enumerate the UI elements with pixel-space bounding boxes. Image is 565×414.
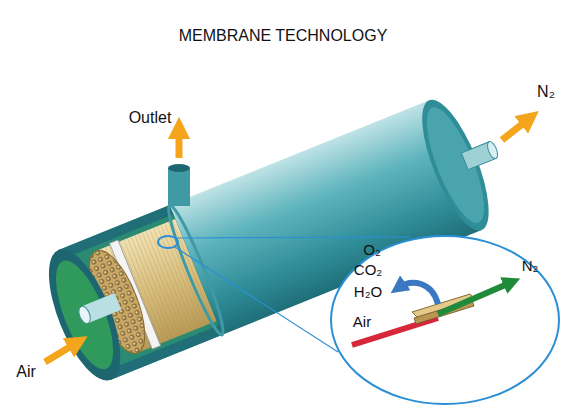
diagram-title: MEMBRANE TECHNOLOGY xyxy=(179,27,388,45)
nitrogen-outlet-arrow xyxy=(502,118,530,140)
back-cap xyxy=(409,92,502,238)
detail-callout xyxy=(331,236,559,404)
front-cap xyxy=(34,240,135,389)
gas-label: H₂O xyxy=(354,284,382,301)
outlet-label: Outlet xyxy=(129,109,172,127)
cut-edge xyxy=(162,202,229,338)
inlet-label: Air xyxy=(16,363,36,381)
back-cap-face xyxy=(416,101,496,229)
callout-leader xyxy=(177,237,410,238)
inlet-label: Air xyxy=(353,314,371,331)
callout-leader xyxy=(175,247,338,352)
air-inlet-arrow xyxy=(45,342,78,362)
gas-label: N₂ xyxy=(522,258,539,275)
gas-label: N₂ xyxy=(537,83,555,101)
permeate-arrow xyxy=(398,283,438,304)
outlet-pipe xyxy=(168,168,190,206)
nitrogen-retentate-arrow xyxy=(438,282,512,314)
detail-marker xyxy=(158,236,178,248)
gas-label: CO₂ xyxy=(354,262,382,279)
gas-label: O₂ xyxy=(363,242,381,259)
front-cap-inner xyxy=(44,254,125,377)
inlet-tube-end xyxy=(77,305,93,325)
outlet-pipe-mouth xyxy=(168,164,190,172)
outlet-arrow xyxy=(176,128,183,158)
nipple-end xyxy=(485,140,499,160)
